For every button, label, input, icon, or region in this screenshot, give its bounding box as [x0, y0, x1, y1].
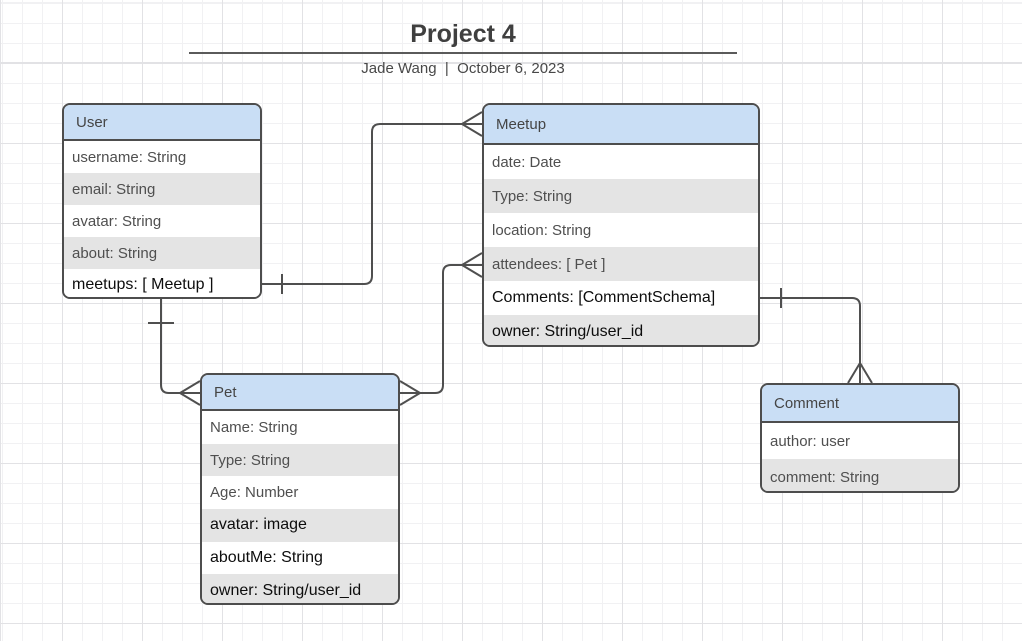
entity-comment[interactable]: Comment author: user comment: String: [760, 383, 960, 493]
crow-foot-many-icon: [399, 380, 421, 406]
entity-pet-field[interactable]: owner: String/user_id: [202, 574, 398, 603]
entity-meetup-field[interactable]: date: Date: [484, 145, 758, 179]
connector-line: [160, 299, 200, 394]
entity-user-field[interactable]: avatar: String: [64, 205, 260, 237]
entity-meetup-field[interactable]: Type: String: [484, 179, 758, 213]
entity-comment-field[interactable]: author: user: [762, 423, 958, 459]
crow-foot-many-icon: [179, 380, 201, 406]
entity-user-field[interactable]: username: String: [64, 141, 260, 173]
entity-comment-header[interactable]: Comment: [762, 385, 958, 423]
entity-pet-field[interactable]: Name: String: [202, 411, 398, 444]
entity-meetup-field[interactable]: Comments: [CommentSchema]: [484, 281, 758, 315]
entity-pet-field[interactable]: avatar: image: [202, 509, 398, 542]
entity-user-field[interactable]: about: String: [64, 237, 260, 269]
connector-pet-meetup[interactable]: [399, 252, 483, 406]
connector-line: [262, 123, 482, 285]
crow-foot-many-icon: [461, 111, 483, 137]
connector-meetup-comment[interactable]: [760, 288, 873, 384]
diagram-title-block: Project 4 Jade Wang | October 6, 2023: [189, 19, 737, 77]
entity-pet-field[interactable]: aboutMe: String: [202, 541, 398, 575]
crow-foot-many-icon: [847, 362, 873, 384]
connector-line: [400, 264, 482, 394]
entity-meetup-field[interactable]: location: String: [484, 213, 758, 247]
page-title: Project 4: [410, 20, 516, 48]
crow-foot-many-icon: [461, 252, 483, 278]
entity-pet-field[interactable]: Age: Number: [202, 476, 398, 510]
entity-pet-header[interactable]: Pet: [202, 375, 398, 411]
entity-pet[interactable]: Pet Name: String Type: String Age: Numbe…: [200, 373, 400, 605]
entity-meetup[interactable]: Meetup date: Date Type: String location:…: [482, 103, 760, 347]
entity-user-header[interactable]: User: [64, 105, 260, 141]
connector-line: [760, 297, 861, 383]
entity-meetup-header[interactable]: Meetup: [484, 105, 758, 145]
entity-pet-field[interactable]: Type: String: [202, 443, 398, 477]
entity-meetup-field[interactable]: attendees: [ Pet ]: [484, 247, 758, 281]
entity-user-field[interactable]: meetups: [ Meetup ]: [64, 269, 260, 297]
connector-user-pet[interactable]: [148, 299, 201, 406]
title-subtitle: Jade Wang | October 6, 2023: [361, 60, 565, 77]
entity-meetup-field[interactable]: owner: String/user_id: [484, 315, 758, 345]
title-divider: [189, 52, 737, 54]
connector-user-meetup[interactable]: [262, 111, 483, 294]
entity-user-field[interactable]: email: String: [64, 173, 260, 205]
entity-comment-field[interactable]: comment: String: [762, 459, 958, 491]
entity-user[interactable]: User username: String email: String avat…: [62, 103, 262, 299]
